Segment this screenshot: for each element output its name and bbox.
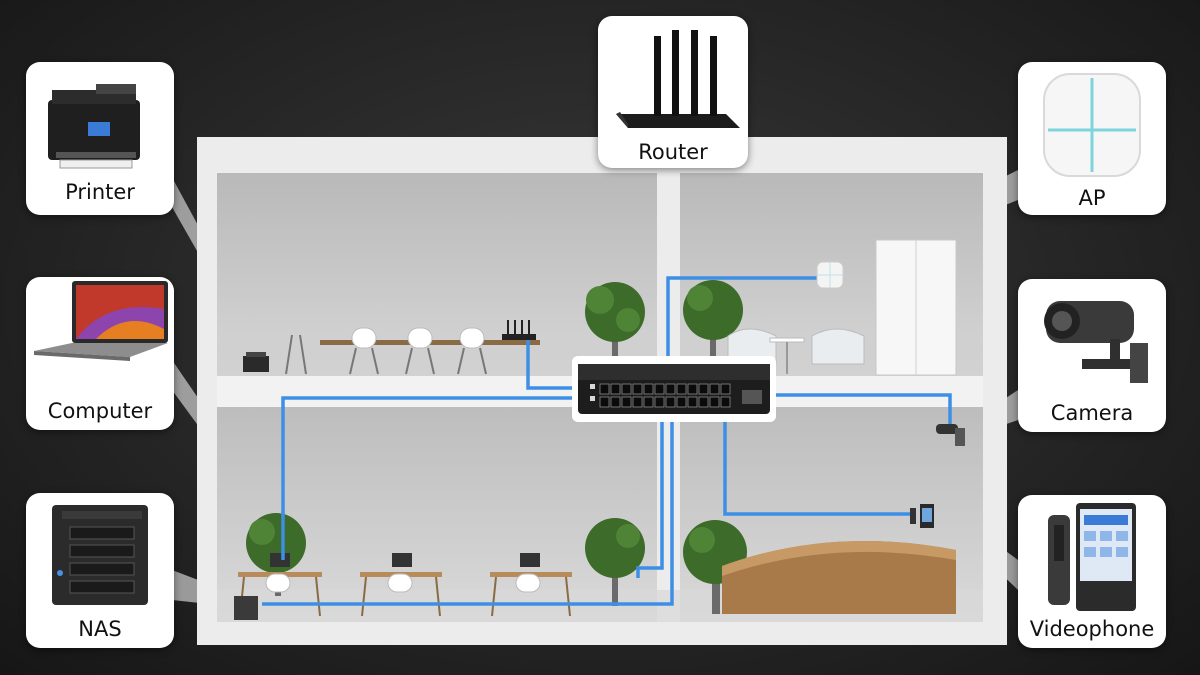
videophone-device (910, 504, 934, 528)
router-label: Router (638, 140, 708, 164)
switch-port (720, 383, 731, 395)
printer-device (243, 352, 269, 372)
nas-card: NAS (26, 493, 174, 648)
meeting-table (285, 327, 540, 375)
office-desks (238, 513, 645, 617)
router-device (502, 320, 536, 340)
ap-device (816, 261, 844, 289)
videophone-label: Videophone (1029, 617, 1155, 641)
switch-port (632, 383, 643, 395)
switch-port (654, 383, 665, 395)
switch-port (610, 396, 621, 408)
cctv-camera-icon (1044, 301, 1148, 383)
camera-card: Camera (1018, 279, 1166, 432)
network-switch (572, 356, 776, 422)
ap-label: AP (1078, 186, 1106, 210)
camera-device (936, 424, 965, 446)
switch-port (676, 383, 687, 395)
switch-port (665, 383, 676, 395)
switch-port (643, 396, 654, 408)
computer-label: Computer (47, 399, 153, 423)
switch-port (709, 396, 720, 408)
switch-port (698, 396, 709, 408)
switch-port (676, 396, 687, 408)
switch-port (654, 396, 665, 408)
router-icon (616, 30, 740, 128)
reception (683, 520, 956, 614)
camera-label: Camera (1050, 401, 1134, 425)
computer-card: Computer (26, 277, 174, 430)
router-card: Router (598, 16, 748, 168)
switch-port (687, 383, 698, 395)
switch-port (610, 383, 621, 395)
laptop-icon (34, 281, 168, 361)
access-point-icon (1043, 73, 1141, 177)
lounge (683, 239, 957, 376)
videophone-card: Videophone (1018, 495, 1166, 648)
network-cables (262, 276, 952, 606)
nas-label: NAS (78, 617, 122, 641)
switch-port (665, 396, 676, 408)
printer-label: Printer (65, 180, 135, 204)
switch-port (599, 383, 610, 395)
plant-upper-left (585, 282, 645, 375)
switch-port (720, 396, 731, 408)
switch-port (643, 383, 654, 395)
switch-port (709, 383, 720, 395)
switch-port (698, 383, 709, 395)
switch-port (599, 396, 610, 408)
printer-card: Printer (26, 62, 174, 215)
switch-port (687, 396, 698, 408)
switch-port (621, 396, 632, 408)
ap-card: AP (1018, 62, 1166, 215)
nas-device (234, 596, 258, 620)
switch-port (632, 396, 643, 408)
videophone-icon (1048, 503, 1136, 611)
nas-server-icon (52, 505, 148, 605)
printer-icon (48, 84, 140, 169)
switch-port (621, 383, 632, 395)
